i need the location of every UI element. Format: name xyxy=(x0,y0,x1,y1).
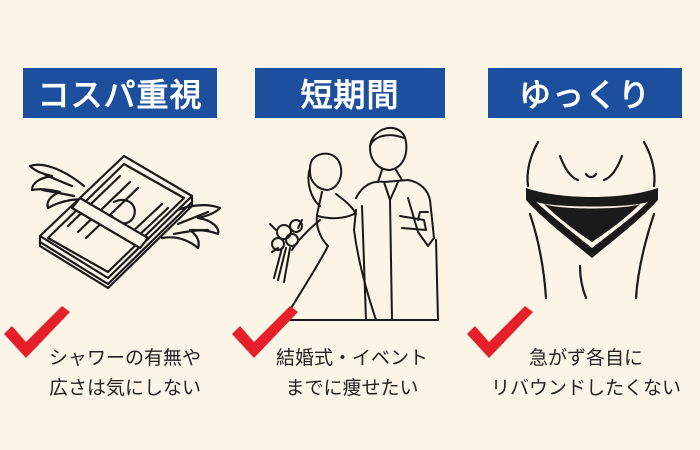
checkmark-icon xyxy=(4,306,70,358)
slow-pace-caption: 急がず各自に リバウンドしたくない xyxy=(476,343,696,403)
cost-priority-title: コスパ重視 xyxy=(37,76,203,114)
caption-line: 結婚式・イベント xyxy=(275,347,428,369)
waist-underwear-icon xyxy=(526,140,658,300)
short-term-caption: 結婚式・イベント までに痩せたい xyxy=(252,343,452,403)
caption-line: までに痩せたい xyxy=(285,377,419,399)
cost-priority-banner: コスパ重視 xyxy=(23,68,217,118)
flying-money-icon xyxy=(28,154,222,290)
caption-line: リバウンドしたくない xyxy=(490,377,681,399)
slow-pace-banner: ゆっくり xyxy=(488,68,682,118)
caption-line: 広さは気にしない xyxy=(48,377,201,399)
checkmark-icon xyxy=(467,306,533,358)
short-term-title: 短期間 xyxy=(300,76,400,114)
checkmark-icon xyxy=(232,306,298,358)
caption-line: シャワーの有無や xyxy=(48,347,201,369)
caption-line: 急がず各自に xyxy=(528,347,643,369)
cost-priority-caption: シャワーの有無や 広さは気にしない xyxy=(20,343,230,403)
slow-pace-title: ゆっくり xyxy=(518,76,651,114)
short-term-banner: 短期間 xyxy=(255,68,445,118)
wedding-couple-icon xyxy=(269,126,439,321)
